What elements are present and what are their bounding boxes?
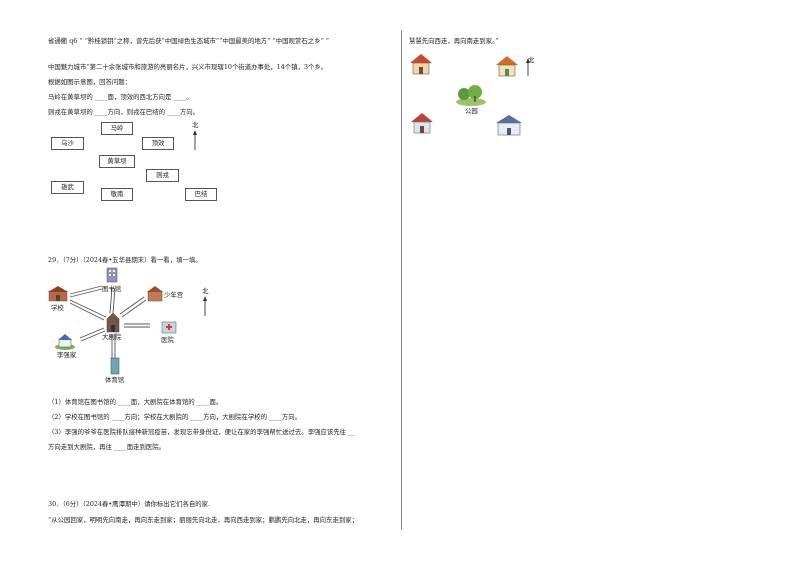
question-30-text: “从公园回家，明明先向南走，再向东走到家；丽丽先向北走，再向西走到家；鹏鹏先向北… <box>48 516 359 524</box>
right-top-text: 慧慧先向西走，再向南走到家。” <box>409 37 499 45</box>
house-icon <box>410 54 432 75</box>
north-arrow-icon-2 <box>203 296 207 316</box>
label-li-home: 李强家 <box>57 351 77 359</box>
north-arrow-icon <box>193 130 197 150</box>
place-baji: 巴结 <box>185 188 217 201</box>
north-arrow-icon-3 <box>526 58 530 76</box>
place-maling: 马岭 <box>101 122 133 135</box>
home-icon <box>55 334 75 350</box>
place-dingxiao: 顶效 <box>142 137 174 150</box>
north-label-2: 北 <box>202 287 209 295</box>
label-youth-palace: 少年宫 <box>164 291 184 299</box>
house-icon-4 <box>496 115 522 136</box>
question-29-2: （2）学校在图书馆的 ____方向；学校在大剧院的 ____方向，大剧院在学校的… <box>48 413 302 421</box>
label-library: 图书馆 <box>102 285 122 293</box>
column-divider <box>401 30 402 530</box>
hospital-icon <box>161 321 177 334</box>
place-jingnan: 敬南 <box>101 188 133 201</box>
stadium-icon <box>110 357 120 375</box>
north-label-3: 北 <box>528 56 535 64</box>
place-huangcaoba: 黄草坝 <box>99 155 135 168</box>
theater-icon <box>106 312 120 333</box>
place-zerong: 则戎 <box>146 169 179 182</box>
label-park: 公园 <box>465 107 478 115</box>
school-icon <box>48 286 68 302</box>
youth-palace-icon <box>147 286 163 302</box>
label-theater: 大剧院 <box>102 333 122 341</box>
library-icon <box>106 267 118 283</box>
intro-line-3: 根据如图示意图，回答问题： <box>48 78 132 86</box>
label-hospital: 医院 <box>161 336 174 344</box>
label-school: 学校 <box>51 304 64 312</box>
question-29-3a: （3）李强的爷爷在医院排队接种新冠疫苗，发现忘带身份证，便让在家的李强帮忙送过去… <box>48 428 355 436</box>
place-xiongwu: 雄武 <box>51 181 84 194</box>
connection-lines <box>69 285 150 358</box>
question-b: 则戎在黄草坝的 ____方向，则戎在巴结的 ____方向。 <box>48 108 200 116</box>
question-30-header: 30．（6分）（2024春•鹰潭期中）请你标出它们各自的家. <box>48 500 211 508</box>
question-29-3b: 方向走到大剧院，再往 ____面走到医院。 <box>48 443 166 451</box>
north-label: 北 <box>192 121 199 129</box>
intro-line-2: 中国魅力城市“第二十余张城市和旅游的亮丽名片，兴义市现辖10个街道办事处，14个… <box>48 63 328 71</box>
question-a: 马岭在黄草坝的 ____面，顶效的西北方向是 ____。 <box>48 93 193 101</box>
label-stadium: 体育馆 <box>105 376 125 384</box>
park-icon <box>456 85 486 106</box>
place-wusha: 乌沙 <box>51 137 84 150</box>
house-icon-3 <box>411 113 433 134</box>
question-29-1: （1）体育馆在图书馆的 ____面，大剧院在体育馆的 ____面。 <box>48 398 223 406</box>
intro-line-1: 省通衢 q6 “ ”黔桂锁钥“之称，曾先后获“中国绿色生态城市”“中国最美的地方… <box>48 37 330 45</box>
question-29-header: 29．（7分）（2024春•五华县期末）看一看，填一填。 <box>48 256 202 264</box>
house-icon-2 <box>496 56 518 77</box>
